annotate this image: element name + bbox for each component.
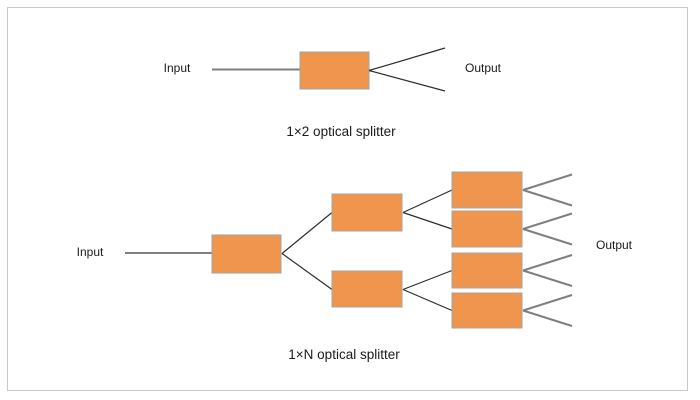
input-label-1x2: Input bbox=[164, 61, 191, 75]
connector-stage2top-to-stage3-1 bbox=[402, 189, 453, 214]
output-fan-2-top bbox=[522, 212, 573, 230]
output-fan-2-bottom bbox=[522, 228, 573, 246]
splitter-box-stage3-4 bbox=[451, 292, 523, 329]
output-branch-1x2-top bbox=[368, 47, 446, 72]
output-fan-3-bottom bbox=[522, 269, 573, 287]
connector-stage2bottom-to-stage3-4 bbox=[402, 288, 453, 312]
splitter-box-stage2-bottom bbox=[331, 270, 403, 308]
connector-stage2top-to-stage3-2 bbox=[402, 211, 453, 230]
output-label-1xn: Output bbox=[596, 238, 633, 252]
connector-stage1-to-stage2-top bbox=[281, 212, 333, 254]
splitter-1x2-group: Input Output 1×2 optical splitter bbox=[164, 47, 502, 139]
output-fan-4-top bbox=[522, 294, 573, 312]
caption-1x2: 1×2 optical splitter bbox=[286, 124, 396, 139]
output-fan-1-bottom bbox=[522, 189, 573, 207]
output-fan-3-top bbox=[522, 254, 573, 272]
output-branch-1x2-bottom bbox=[368, 69, 446, 92]
caption-1xn: 1×N optical splitter bbox=[288, 347, 400, 362]
input-label-1xn: Input bbox=[77, 245, 104, 259]
splitter-box-stage2-top bbox=[331, 193, 403, 232]
output-label-1x2: Output bbox=[465, 61, 502, 75]
splitter-box-stage3-1 bbox=[451, 171, 523, 209]
splitter-box-stage3-3 bbox=[451, 252, 523, 289]
splitter-box-stage1 bbox=[211, 234, 282, 274]
output-fan-4-bottom bbox=[522, 309, 573, 327]
connector-stage2bottom-to-stage3-3 bbox=[402, 269, 453, 291]
splitter-box-1x2 bbox=[299, 51, 370, 90]
connector-stage1-to-stage2-bottom bbox=[281, 253, 333, 290]
splitter-box-stage3-2 bbox=[451, 210, 523, 248]
splitter-1xn-group: Input bbox=[77, 171, 633, 362]
output-fan-1-top bbox=[522, 173, 573, 191]
